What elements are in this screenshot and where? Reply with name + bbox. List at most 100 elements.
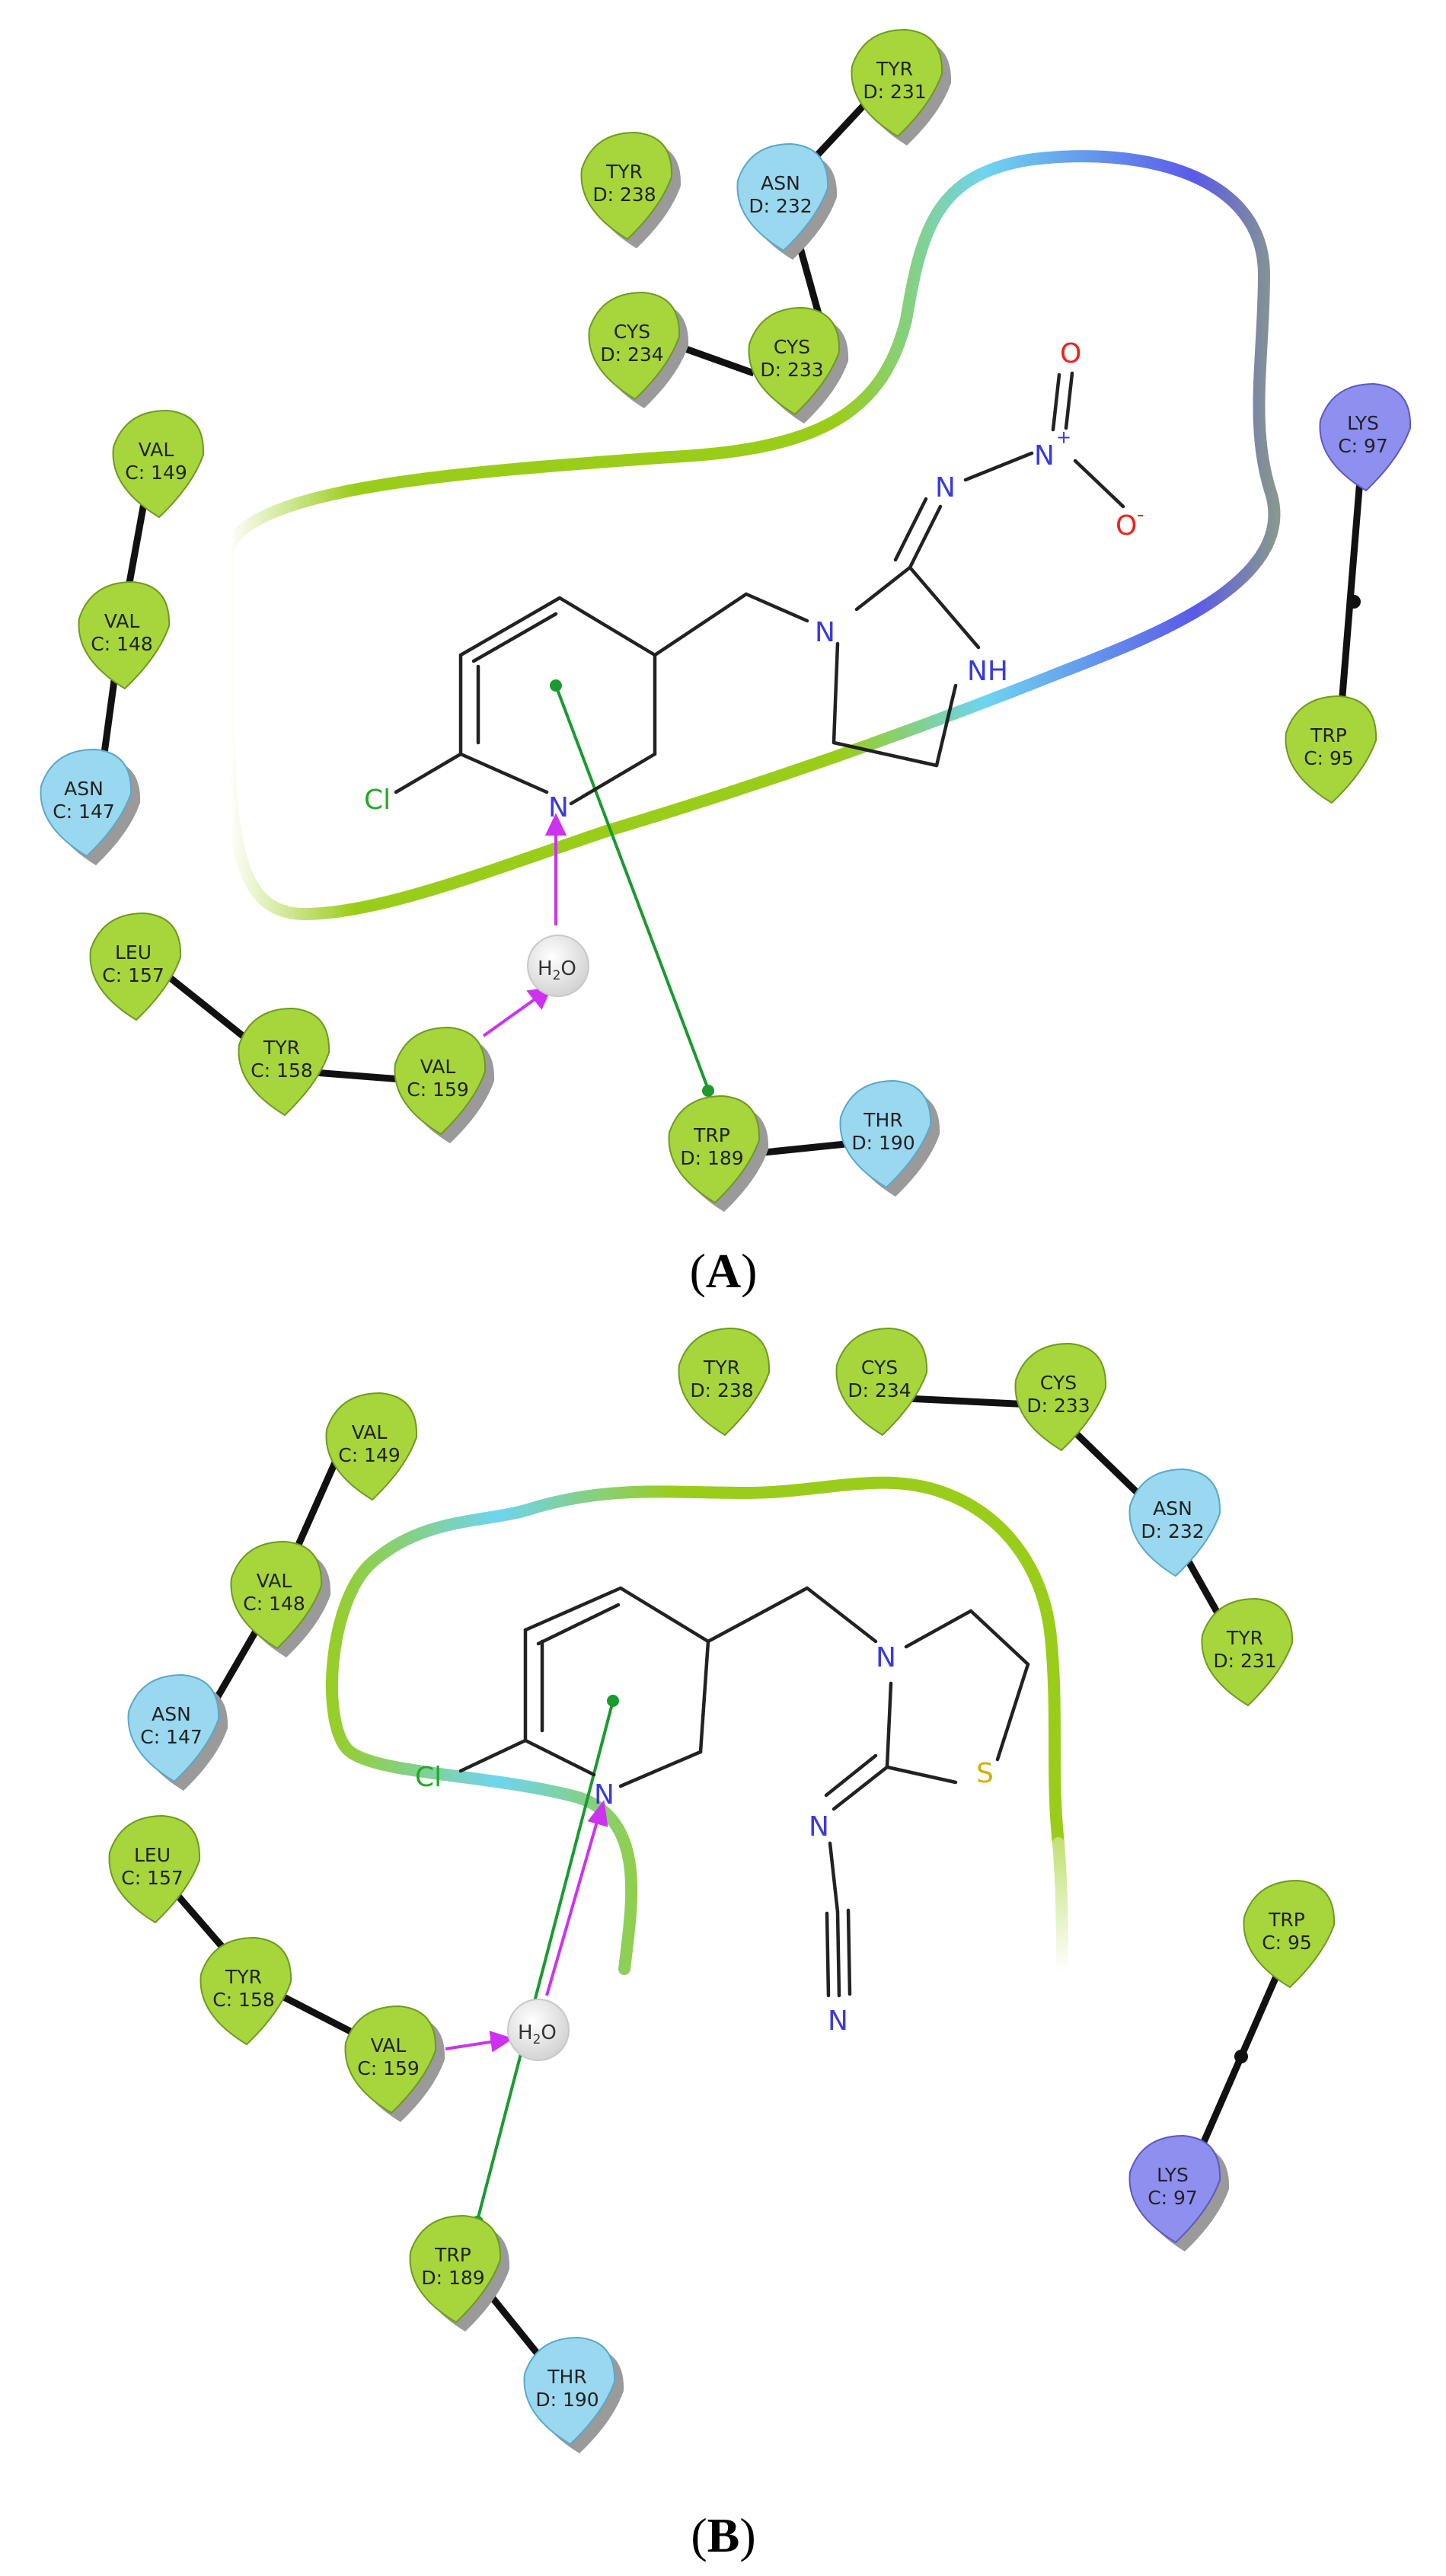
oxygen-1-a: O <box>1060 338 1081 369</box>
residue-tyr238-b: TYR D: 238 <box>678 1327 771 1437</box>
svg-text:TYR: TYR <box>876 58 913 80</box>
svg-text:VAL: VAL <box>104 610 140 632</box>
pocket-outline-a <box>222 150 1281 921</box>
h-bond-arrows-b <box>445 1800 608 2053</box>
svg-text:TRP: TRP <box>1268 1909 1305 1931</box>
water-a: H2O <box>527 935 589 997</box>
residue-lys97-b: LYS C: 97 <box>1128 2134 1230 2252</box>
pyridine-n-a: N <box>548 792 569 823</box>
residues-a: TYR D: 231 ASN D: 232 TYR D: 238 CYS D: … <box>40 28 1412 1212</box>
svg-text:C: 148: C: 148 <box>243 1593 305 1615</box>
svg-text:D: 231: D: 231 <box>1213 1650 1276 1672</box>
svg-text:H2O: H2O <box>538 957 576 983</box>
svg-text:C: 158: C: 158 <box>212 1989 275 2011</box>
nh-atom-a: NH <box>967 656 1008 687</box>
svg-text:THR: THR <box>863 1109 902 1131</box>
svg-text:C: 148: C: 148 <box>91 633 153 655</box>
svg-text:TYR: TYR <box>263 1037 300 1059</box>
residue-tyr238-a: TYR D: 238 <box>580 131 682 248</box>
svg-text:D: 232: D: 232 <box>1141 1520 1204 1542</box>
nitrile-n-b: N <box>828 2006 848 2037</box>
residue-val159-a: VAL C: 159 <box>394 1026 495 1143</box>
svg-text:D: 231: D: 231 <box>863 81 926 103</box>
oxygen-2-a: O <box>1116 510 1137 542</box>
residue-cys233-b: CYS D: 233 <box>1014 1342 1107 1452</box>
panel-label-b: (B) <box>691 2508 755 2562</box>
pi-end-a <box>702 1085 714 1097</box>
svg-text:CYS: CYS <box>774 336 810 358</box>
svg-text:LYS: LYS <box>1157 2164 1189 2186</box>
pi-centroid-b <box>607 1695 619 1707</box>
svg-text:VAL: VAL <box>420 1056 456 1078</box>
residue-tyr231-a: TYR D: 231 <box>851 28 952 145</box>
svg-text:C: 95: C: 95 <box>1304 747 1354 769</box>
residue-asn232-b: ASN D: 232 <box>1128 1468 1221 1577</box>
svg-text:CYS: CYS <box>861 1357 898 1379</box>
svg-text:VAL: VAL <box>371 2034 407 2057</box>
pyridine-n-b: N <box>594 1779 614 1811</box>
residue-tyr231-b: TYR D: 231 <box>1201 1597 1294 1707</box>
residue-links-b <box>149 1394 1298 2379</box>
svg-text:D: 232: D: 232 <box>749 195 812 217</box>
svg-text:C: 158: C: 158 <box>251 1059 313 1082</box>
residue-links-a <box>95 73 1367 1162</box>
svg-text:C: 95: C: 95 <box>1262 1932 1312 1954</box>
svg-text:C: 159: C: 159 <box>407 1079 469 1101</box>
svg-text:D: 189: D: 189 <box>421 2267 484 2289</box>
svg-text:C: 147: C: 147 <box>140 1726 203 1748</box>
svg-text:TRP: TRP <box>693 1124 730 1146</box>
residues-b: TYR D: 238 CYS D: 234 CYS D: 233 ASN D: … <box>108 1327 1336 2453</box>
svg-text:ASN: ASN <box>761 172 800 194</box>
svg-text:C: 159: C: 159 <box>357 2057 420 2079</box>
svg-text:VAL: VAL <box>139 439 174 461</box>
pocket-outline-b <box>326 1476 1065 1975</box>
svg-text:LYS: LYS <box>1347 412 1379 434</box>
svg-text:LEU: LEU <box>115 941 152 964</box>
imine-n-a: N <box>935 472 956 503</box>
ring-n-a: N <box>815 617 835 648</box>
svg-text:D: 233: D: 233 <box>760 359 823 381</box>
residue-asn147-b: ASN C: 147 <box>127 1673 228 1791</box>
svg-text:D: 238: D: 238 <box>592 184 656 206</box>
svg-text:TRP: TRP <box>434 2244 471 2266</box>
pi-stacking-line-a <box>554 685 710 1090</box>
pi-centroid-a <box>550 679 562 692</box>
panel-label-a: (A) <box>690 1244 758 1298</box>
molecule-a <box>394 371 1125 806</box>
svg-text:D: 189: D: 189 <box>680 1147 743 1169</box>
svg-text:TYR: TYR <box>703 1357 740 1379</box>
residue-lys97-a: LYS C: 97 <box>1319 382 1412 492</box>
svg-text:TRP: TRP <box>1310 724 1347 746</box>
residue-leu157-a: LEU C: 157 <box>89 912 182 1021</box>
svg-text:CYS: CYS <box>1040 1372 1077 1394</box>
svg-text:VAL: VAL <box>257 1570 292 1592</box>
svg-text:TYR: TYR <box>225 1966 262 1988</box>
link-node-a <box>1347 595 1361 609</box>
residue-tyr158-b: TYR C: 158 <box>200 1936 292 2046</box>
svg-text:D: 238: D: 238 <box>690 1379 753 1401</box>
residue-trp95-b: TRP C: 95 <box>1243 1879 1336 1989</box>
svg-text:ASN: ASN <box>64 778 104 800</box>
minus-charge-a: - <box>1137 503 1144 526</box>
sulfur-atom-b: S <box>976 1758 994 1789</box>
residue-asn232-a: ASN D: 232 <box>736 142 838 260</box>
svg-text:D: 190: D: 190 <box>535 2389 599 2411</box>
residue-cys234-b: CYS D: 234 <box>835 1327 928 1437</box>
pocket-tail-b <box>1052 1837 1068 1975</box>
residue-thr190-b: THR D: 190 <box>523 2336 624 2453</box>
molecule-b <box>458 1586 1030 1998</box>
atom-labels-a: Cl N N NH N N + O O - <box>364 338 1144 823</box>
residue-tyr158-a: TYR C: 158 <box>238 1007 330 1117</box>
residue-val148-a: VAL C: 148 <box>78 580 171 690</box>
residue-val149-a: VAL C: 149 <box>112 409 205 519</box>
svg-text:C: 149: C: 149 <box>125 462 187 484</box>
ring-n-b: N <box>876 1642 896 1673</box>
panel-b: Cl N N S N N H2O TYR D: 238 CYS D: 234 <box>108 1327 1336 2562</box>
svg-text:LEU: LEU <box>134 1844 171 1866</box>
residue-val159-b: VAL C: 159 <box>344 2005 445 2122</box>
cl-atom-b: Cl <box>415 1762 442 1793</box>
svg-text:C: 157: C: 157 <box>121 1867 184 1889</box>
residue-thr190-a: THR D: 190 <box>839 1079 940 1197</box>
svg-text:TYR: TYR <box>605 161 643 183</box>
